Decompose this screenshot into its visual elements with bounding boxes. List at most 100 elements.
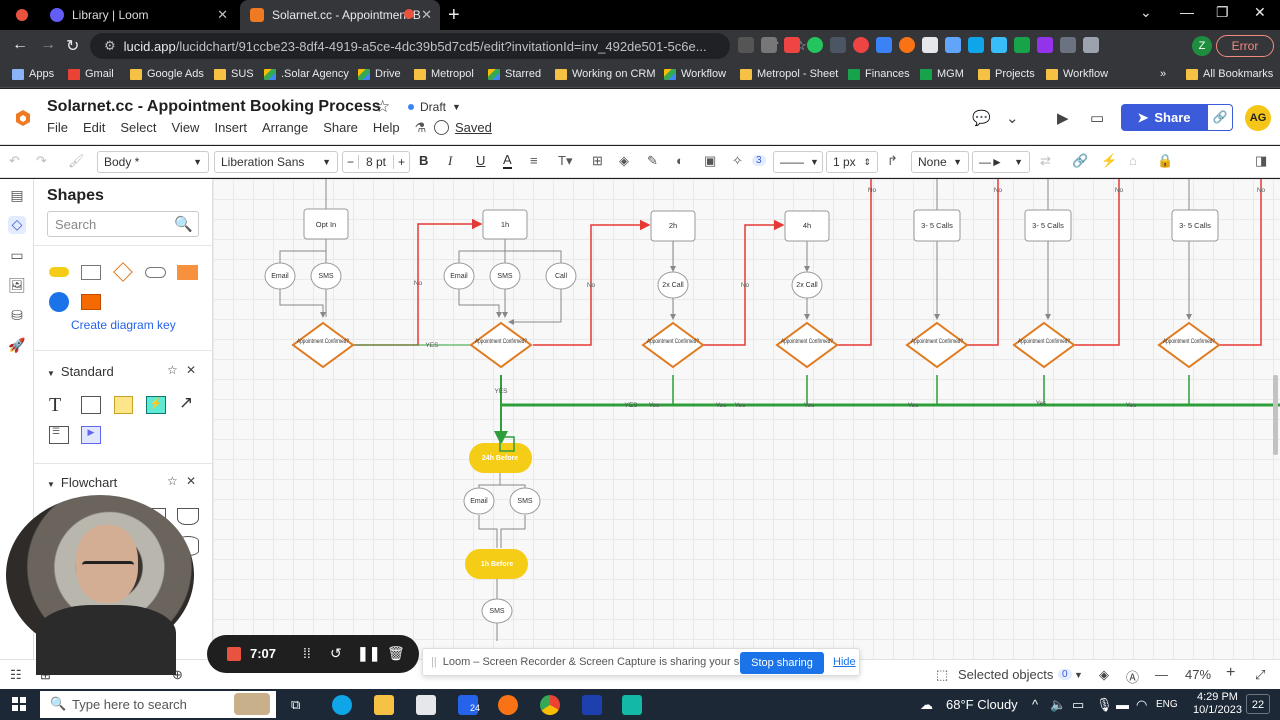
bookmark-item[interactable]: Workflow <box>664 68 726 80</box>
webcam-bubble[interactable] <box>6 495 194 675</box>
circle-blue-shape[interactable] <box>49 292 69 312</box>
line-width-select[interactable]: 1 px⇕ <box>826 151 878 173</box>
hide-link[interactable]: Hide <box>833 656 856 668</box>
menu-share[interactable]: Share <box>323 120 358 135</box>
action-icon[interactable]: ⚡ <box>1101 153 1118 168</box>
swap-arrows-icon[interactable]: ⇄ <box>1040 153 1051 168</box>
pocket-icon[interactable] <box>784 37 800 53</box>
notification-center-button[interactable]: 22 <box>1246 694 1270 714</box>
close-icon[interactable]: ✕ <box>421 7 432 22</box>
node-opt-in[interactable]: Opt In <box>316 220 336 229</box>
language-indicator[interactable]: ENG <box>1156 699 1178 710</box>
bookmark-item[interactable]: Workflow <box>1046 68 1108 80</box>
node-calls-b[interactable]: 3- 5 Calls <box>1032 221 1064 230</box>
node-sms[interactable]: SMS <box>497 273 513 280</box>
pause-icon[interactable]: ❚❚ <box>357 645 381 661</box>
rectangle-shape[interactable] <box>81 265 101 280</box>
canvas-scrollbar[interactable] <box>1273 375 1278 455</box>
app-icon[interactable] <box>582 695 602 715</box>
block-shape[interactable] <box>81 396 101 414</box>
star-icon[interactable]: ☆ <box>167 363 178 377</box>
text-options-icon[interactable]: T▾ <box>558 153 573 168</box>
grid-dots-icon[interactable]: ⁞⁞ <box>303 645 311 661</box>
node-email[interactable]: Email <box>470 498 488 505</box>
decision-label[interactable]: Appointment Confirmed? <box>1018 338 1070 345</box>
reload-icon[interactable]: ↻ <box>66 38 80 55</box>
windows-start-icon[interactable] <box>12 697 26 711</box>
layers-icon[interactable]: ◈ <box>1099 667 1109 682</box>
opacity-icon[interactable]: ◐ <box>676 153 684 168</box>
orange-square-shape[interactable] <box>81 294 101 310</box>
new-tab-button[interactable]: + <box>448 4 460 26</box>
battery-icon[interactable]: ▬ <box>1116 697 1129 712</box>
grammarly-icon[interactable] <box>807 37 823 53</box>
pages-icon[interactable]: ▤ <box>10 187 24 203</box>
node-sms[interactable]: SMS <box>517 498 533 505</box>
fit-screen-icon[interactable]: ⤢ <box>1255 667 1266 682</box>
chrome-icon[interactable] <box>540 695 560 715</box>
telegram-icon[interactable] <box>991 37 1007 53</box>
tab-lucid[interactable]: Solarnet.cc - Appointment B ✕ <box>240 0 440 30</box>
format-painter-icon[interactable]: 🖌 <box>68 153 85 168</box>
section-standard[interactable]: ▼Standard <box>47 364 114 379</box>
underline-button[interactable]: U <box>476 153 486 168</box>
all-bookmarks[interactable]: All Bookmarks <box>1186 68 1273 80</box>
bookmark-item[interactable]: SUS <box>214 68 254 80</box>
line-shape[interactable]: ↗ <box>179 393 194 412</box>
comment-icon[interactable]: 💬 <box>972 110 991 127</box>
redo-icon[interactable]: ↷ <box>36 153 47 168</box>
drag-handle-icon[interactable]: || <box>431 656 437 668</box>
decrease-size-button[interactable]: − <box>343 155 359 169</box>
extension-purple-icon[interactable] <box>1037 37 1053 53</box>
bookmark-item[interactable]: MGM <box>920 68 964 80</box>
extension-a-icon[interactable] <box>968 37 984 53</box>
bookmark-star-icon[interactable]: ☆ <box>795 38 807 53</box>
orange-rect-shape[interactable] <box>177 265 198 280</box>
node-calls-a[interactable]: 3- 5 Calls <box>921 221 953 230</box>
menu-file[interactable]: File <box>47 120 68 135</box>
menu-help[interactable]: Help <box>372 120 400 135</box>
user-avatar[interactable]: AG <box>1245 105 1271 131</box>
profile-avatar[interactable]: Z <box>1192 36 1212 56</box>
error-button[interactable]: Error <box>1216 35 1274 57</box>
extensions-puzzle-icon[interactable] <box>1060 37 1076 53</box>
frame-icon[interactable]: ▭ <box>10 247 24 263</box>
task-view-icon[interactable]: ⧉ <box>291 697 301 712</box>
line-style-select[interactable]: ——▼ <box>773 151 823 173</box>
app-icon[interactable] <box>622 695 642 715</box>
chat-icon[interactable] <box>876 37 892 53</box>
node-1h[interactable]: 1h <box>501 220 509 229</box>
weather-label[interactable]: 68°F Cloudy <box>946 697 1018 712</box>
node-2x-call[interactable]: 2x Call <box>662 282 684 289</box>
node-24h-before[interactable]: 24h Before <box>482 455 518 462</box>
bookmark-item[interactable]: Google Ads <box>130 68 204 80</box>
selection-icon[interactable]: ⬚ <box>936 667 949 682</box>
italic-button[interactable]: I <box>448 153 453 168</box>
shapes-icon[interactable]: ◇ <box>8 216 26 234</box>
node-2h[interactable]: 2h <box>669 221 677 230</box>
restore-icon[interactable]: ❐ <box>1216 4 1229 20</box>
extension-code-icon[interactable] <box>738 37 754 53</box>
zoom-level[interactable]: 47% <box>1185 667 1212 682</box>
arrow-start-select[interactable]: None▼ <box>911 151 969 173</box>
close-icon[interactable]: ✕ <box>186 474 197 488</box>
minimize-icon[interactable]: — <box>1180 4 1194 20</box>
connector-elbow-icon[interactable]: ↱ <box>887 153 898 168</box>
share-button[interactable]: ➤Share <box>1121 104 1207 131</box>
side-panel-icon[interactable] <box>1083 37 1099 53</box>
chevron-down-icon[interactable]: ⌄ <box>1140 4 1152 20</box>
decision-label[interactable]: Appointment Confirmed? <box>297 338 349 345</box>
diamond-shape[interactable] <box>113 262 133 282</box>
menu-edit[interactable]: Edit <box>82 120 106 135</box>
caret-down-icon[interactable]: ▼ <box>1074 670 1083 680</box>
bookmark-item[interactable]: Finances <box>848 68 910 80</box>
menu-view[interactable]: View <box>171 120 200 135</box>
fill-color-icon[interactable]: ◈ <box>619 153 629 168</box>
data-icon[interactable]: ⌂ <box>1129 153 1137 168</box>
feature-find-icon[interactable]: ⚗ <box>414 120 427 135</box>
taskbar-search-input[interactable]: 🔍 Type here to search <box>40 691 276 718</box>
node-email[interactable]: Email <box>271 273 289 280</box>
menu-insert[interactable]: Insert <box>214 120 247 135</box>
tab-loom[interactable]: Library | Loom ✕ <box>40 0 236 30</box>
present-icon[interactable]: ▶ <box>1057 110 1069 127</box>
